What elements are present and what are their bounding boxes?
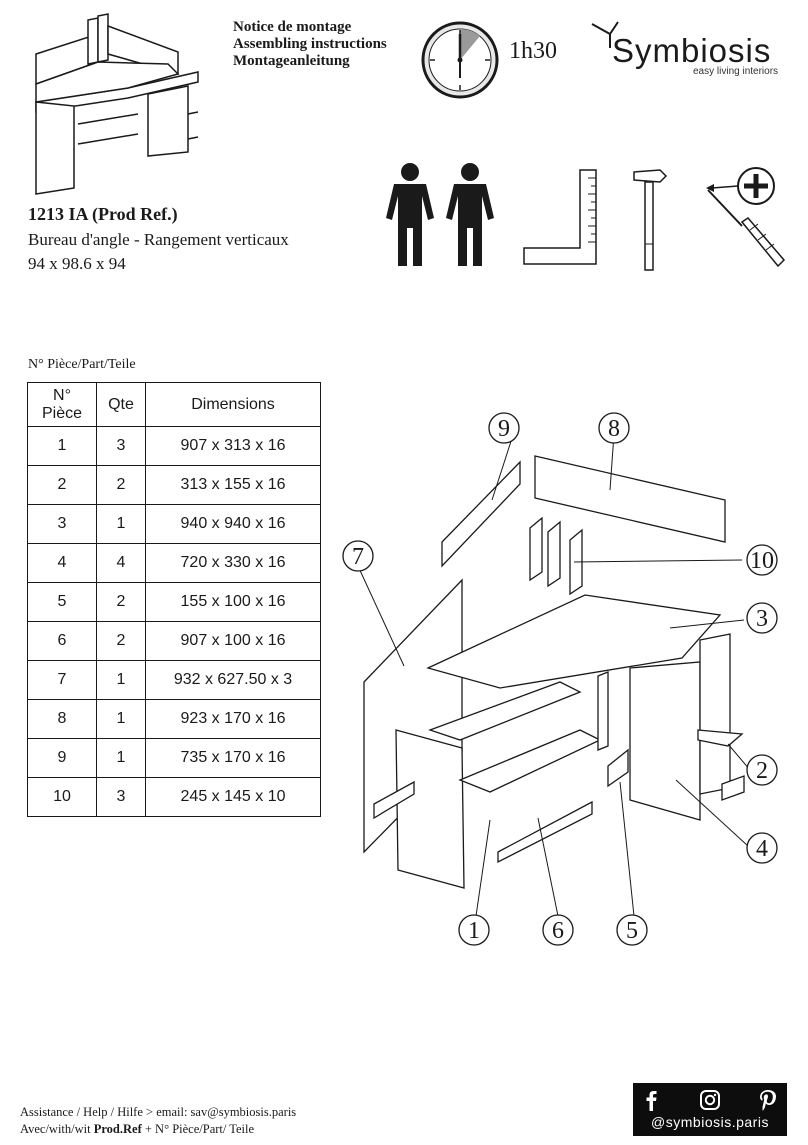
callout-label-4: 4: [756, 836, 768, 862]
part-number-cell: 2: [27, 465, 97, 505]
part-number-cell: 4: [27, 543, 97, 583]
parts-list-label: N° Pièce/Part/Teile: [28, 357, 136, 372]
brand-logo-mark: [591, 21, 619, 48]
part-number-cell: 8: [27, 699, 97, 739]
header-piece-number: N° Pièce: [27, 382, 97, 427]
notice-titles: Notice de montage Assembling instruction…: [233, 19, 387, 70]
square-ruler-icon: [523, 169, 597, 265]
callout-circle: [458, 914, 490, 946]
dimensions-cell: 932 x 627.50 x 3: [145, 660, 321, 700]
part-number-cell: 7: [27, 660, 97, 700]
part-number-cell: 3: [27, 504, 97, 544]
part-number-cell: 9: [27, 738, 97, 778]
callout-circle: [598, 412, 630, 444]
header-quantity: Qte: [96, 382, 146, 427]
clock-icon: [421, 21, 499, 99]
header-dimensions: Dimensions: [145, 382, 321, 427]
notice-title-de: Montageanleitung: [233, 53, 350, 69]
part-number-cell: 6: [27, 621, 97, 661]
quantity-cell: 2: [96, 582, 146, 622]
callout-label-8: 8: [608, 416, 620, 442]
dimensions-cell: 735 x 170 x 16: [145, 738, 321, 778]
callout-label-9: 9: [498, 416, 510, 442]
dimensions-cell: 907 x 100 x 16: [145, 621, 321, 661]
notice-title-fr: Notice de montage: [233, 19, 352, 35]
part-number-cell: 1: [27, 426, 97, 466]
footer-assistance: Assistance / Help / Hilfe > email: sav@s…: [20, 1105, 297, 1119]
callout-circle: [488, 412, 520, 444]
pinterest-icon[interactable]: [757, 1088, 779, 1112]
screwdriver-icon: [706, 167, 786, 268]
hammer-icon: [633, 169, 668, 271]
callout-label-2: 2: [756, 758, 768, 784]
notice-title-en: Assembling instructions: [233, 36, 387, 52]
callout-label-3: 3: [756, 606, 768, 632]
quantity-cell: 1: [96, 504, 146, 544]
dimensions-cell: 155 x 100 x 16: [145, 582, 321, 622]
facebook-icon[interactable]: [641, 1089, 661, 1111]
callout-label-1: 1: [468, 918, 480, 944]
brand-name: Symbiosis: [612, 32, 772, 69]
callout-circle: [746, 544, 778, 576]
dimensions-cell: 720 x 330 x 16: [145, 543, 321, 583]
quantity-cell: 3: [96, 426, 146, 466]
product-reference: 1213 IA (Prod Ref.): [28, 204, 178, 224]
callout-circle: [342, 540, 374, 572]
brand-tagline: easy living interiors: [693, 66, 779, 77]
quantity-cell: 4: [96, 543, 146, 583]
callout-circle: [616, 914, 648, 946]
callout-circle: [746, 754, 778, 786]
quantity-cell: 3: [96, 777, 146, 817]
callout-label-6: 6: [552, 918, 564, 944]
social-banner: @symbiosis.paris: [633, 1083, 787, 1136]
social-handle: @symbiosis.paris: [651, 1114, 769, 1130]
callout-label-10: 10: [750, 548, 774, 574]
product-thumbnail: [35, 13, 199, 195]
dimensions-cell: 923 x 170 x 16: [145, 699, 321, 739]
exploded-assembly-diagram: 9 8 7 10 3 2 4 1 6 5: [342, 412, 778, 946]
quantity-cell: 2: [96, 621, 146, 661]
footer-reference-note: Avec/with/wit Prod.Ref + N° Pièce/Part/ …: [20, 1122, 255, 1136]
dimensions-cell: 245 x 145 x 10: [145, 777, 321, 817]
part-number-cell: 5: [27, 582, 97, 622]
callout-label-7: 7: [352, 544, 364, 570]
callout-circle: [542, 914, 574, 946]
dimensions-cell: 313 x 155 x 16: [145, 465, 321, 505]
callout-circle: [746, 602, 778, 634]
two-persons-icon: [386, 163, 494, 266]
product-description: Bureau d'angle - Rangement verticaux: [28, 230, 289, 249]
assembly-time: 1h30: [509, 38, 557, 64]
quantity-cell: 1: [96, 699, 146, 739]
quantity-cell: 1: [96, 660, 146, 700]
instagram-icon[interactable]: [699, 1089, 721, 1111]
callout-circle: [746, 832, 778, 864]
callout-label-5: 5: [626, 918, 638, 944]
dimensions-cell: 907 x 313 x 16: [145, 426, 321, 466]
part-number-cell: 10: [27, 777, 97, 817]
quantity-cell: 1: [96, 738, 146, 778]
dimensions-cell: 940 x 940 x 16: [145, 504, 321, 544]
product-dimensions: 94 x 98.6 x 94: [28, 254, 126, 273]
quantity-cell: 2: [96, 465, 146, 505]
parts-table-header: N° Pièce Qte Dimensions: [27, 382, 321, 427]
